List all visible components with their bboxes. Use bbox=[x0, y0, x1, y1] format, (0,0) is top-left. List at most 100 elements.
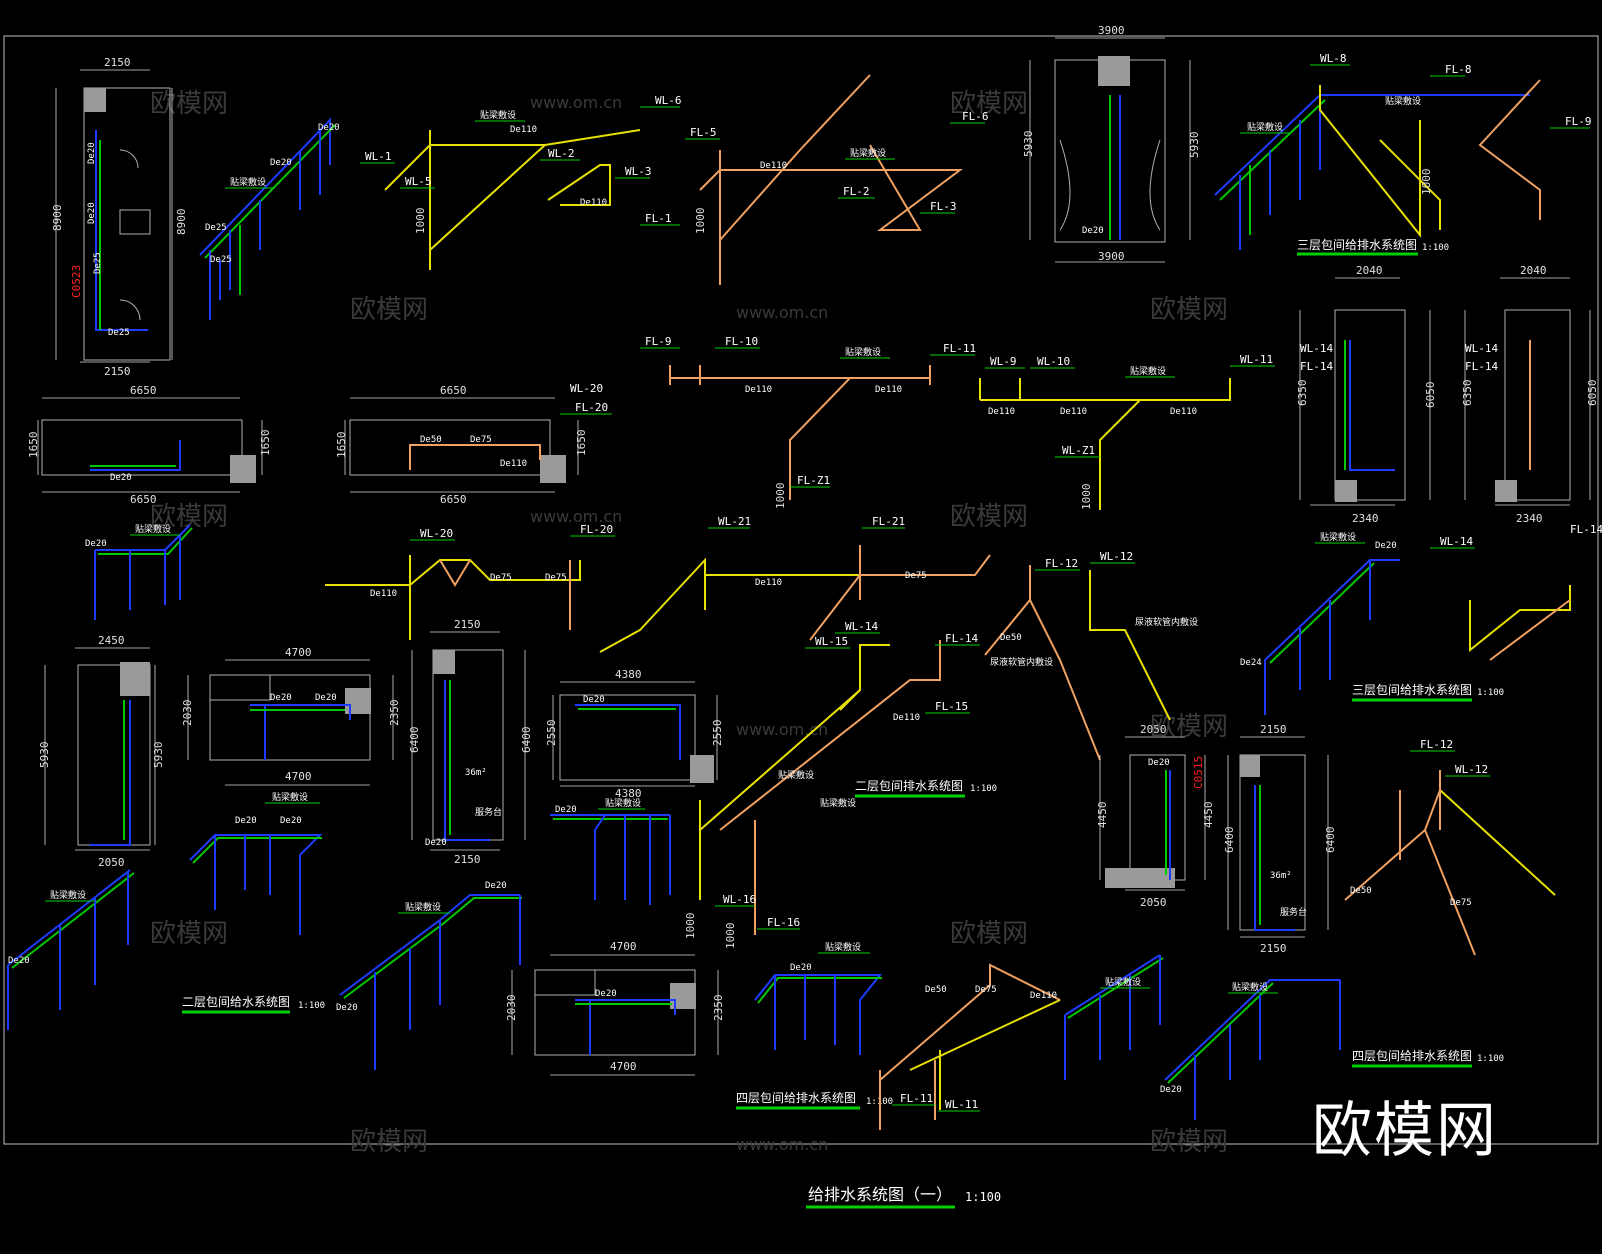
svg-text:贴梁敷设: 贴梁敷设 bbox=[845, 346, 881, 358]
svg-text:WL-6: WL-6 bbox=[655, 94, 682, 107]
svg-text:FL-20: FL-20 bbox=[580, 523, 613, 536]
svg-text:服务台: 服务台 bbox=[475, 806, 502, 818]
svg-text:3900: 3900 bbox=[1098, 250, 1125, 263]
svg-text:6350: 6350 bbox=[1461, 380, 1474, 407]
svg-text:贴梁敷设: 贴梁敷设 bbox=[1232, 981, 1268, 993]
svg-text:De110: De110 bbox=[1030, 991, 1057, 1001]
svg-text:De20: De20 bbox=[110, 473, 132, 483]
svg-text:FL-11: FL-11 bbox=[943, 342, 976, 355]
iso-supply-6: 贴梁敷设 De20 De20 bbox=[336, 881, 522, 1070]
svg-text:De50: De50 bbox=[925, 985, 947, 995]
svg-text:De20: De20 bbox=[336, 1003, 358, 1013]
svg-text:FL-14: FL-14 bbox=[1570, 523, 1602, 536]
svg-text:De110: De110 bbox=[500, 459, 527, 469]
plan-room-7: 2450 2050 5930 5930 bbox=[38, 634, 165, 869]
svg-text:4700: 4700 bbox=[285, 646, 312, 659]
svg-text:贴梁敷设: 贴梁敷设 bbox=[820, 797, 856, 809]
svg-text:De20: De20 bbox=[8, 956, 30, 966]
svg-text:De20: De20 bbox=[555, 805, 577, 815]
svg-text:4700: 4700 bbox=[610, 940, 637, 953]
svg-text:De20: De20 bbox=[1148, 758, 1170, 768]
svg-text:WL-20: WL-20 bbox=[570, 382, 603, 395]
svg-text:De20: De20 bbox=[280, 816, 302, 826]
svg-text:欧模网: 欧模网 bbox=[350, 295, 428, 325]
svg-text:WL-15: WL-15 bbox=[815, 635, 848, 648]
svg-text:2030: 2030 bbox=[181, 700, 194, 727]
svg-text:De75: De75 bbox=[545, 573, 567, 583]
plan-room-8: 4700 4700 2030 2350 De20 De20 bbox=[181, 646, 401, 786]
svg-text:2550: 2550 bbox=[545, 720, 558, 747]
svg-text:De110: De110 bbox=[1060, 407, 1087, 417]
svg-text:贴梁敷设: 贴梁敷设 bbox=[1247, 121, 1283, 133]
svg-text:FL-14: FL-14 bbox=[945, 632, 978, 645]
svg-text:De75: De75 bbox=[490, 573, 512, 583]
svg-text:贴梁敷设: 贴梁敷设 bbox=[1130, 365, 1166, 377]
svg-text:贴梁敷设: 贴梁敷设 bbox=[230, 176, 266, 188]
plan-room-11: 4700 4700 2030 2350 De20 bbox=[505, 940, 725, 1076]
svg-text:2150: 2150 bbox=[1260, 942, 1287, 955]
svg-text:1:100: 1:100 bbox=[1477, 688, 1504, 698]
svg-text:www.om.cn: www.om.cn bbox=[736, 1135, 828, 1154]
svg-text:FL-6: FL-6 bbox=[962, 110, 989, 123]
svg-text:6650: 6650 bbox=[130, 493, 157, 506]
svg-text:WL-21: WL-21 bbox=[718, 515, 751, 528]
svg-text:尿液软管内敷设: 尿液软管内敷设 bbox=[990, 656, 1053, 668]
svg-text:2340: 2340 bbox=[1516, 512, 1543, 525]
iso-drain-fl-12: FL-12 WL-12 尿液软管内敷设 尿液软管内敷设 De50 bbox=[984, 550, 1198, 761]
svg-text:De75: De75 bbox=[1450, 898, 1472, 908]
svg-text:De110: De110 bbox=[755, 578, 782, 588]
svg-text:欧模网: 欧模网 bbox=[950, 919, 1028, 949]
iso-drain-wl-21: WL-21 FL-21 De110 De75 bbox=[599, 515, 991, 653]
iso-system-4f-b: 贴梁敷设 贴梁敷设 De20 四层包间给排水系统图 1:100 bbox=[1064, 954, 1504, 1120]
svg-text:4450: 4450 bbox=[1096, 802, 1109, 829]
svg-text:www.om.cn: www.om.cn bbox=[736, 720, 828, 739]
svg-text:De20: De20 bbox=[485, 881, 507, 891]
svg-text:2150: 2150 bbox=[1260, 723, 1287, 736]
svg-text:1000: 1000 bbox=[1080, 484, 1093, 511]
svg-text:欧模网: 欧模网 bbox=[150, 919, 228, 949]
svg-text:De110: De110 bbox=[510, 125, 537, 135]
svg-text:5930: 5930 bbox=[1188, 132, 1201, 159]
svg-text:1:100: 1:100 bbox=[965, 1190, 1001, 1204]
iso-drain-wl-20: WL-20 FL-20 De110 De75 De75 bbox=[325, 523, 615, 640]
svg-text:1000: 1000 bbox=[774, 483, 787, 510]
svg-text:De20: De20 bbox=[1082, 226, 1104, 236]
svg-text:贴梁敷设: 贴梁敷设 bbox=[850, 147, 886, 159]
svg-text:FL-16: FL-16 bbox=[767, 916, 800, 929]
svg-text:De75: De75 bbox=[905, 571, 927, 581]
svg-text:De20: De20 bbox=[87, 202, 97, 224]
svg-text:De50: De50 bbox=[420, 435, 442, 445]
iso-drain-fl-12-b: FL-12 WL-12 De50 De75 bbox=[1344, 738, 1556, 956]
svg-text:De110: De110 bbox=[370, 589, 397, 599]
svg-text:FL-8: FL-8 bbox=[1445, 63, 1472, 76]
svg-text:1000: 1000 bbox=[694, 208, 707, 235]
iso-system-4f-a: 贴梁敷设 De20 四层包间给排水系统图 1:100 bbox=[736, 941, 893, 1110]
svg-text:贴梁敷设: 贴梁敷设 bbox=[1320, 531, 1356, 543]
svg-text:6400: 6400 bbox=[1223, 827, 1236, 854]
svg-text:WL-16: WL-16 bbox=[723, 893, 756, 906]
svg-text:1:100: 1:100 bbox=[298, 1001, 325, 1011]
svg-text:4380: 4380 bbox=[615, 787, 642, 800]
svg-text:贴梁敷设: 贴梁敷设 bbox=[135, 523, 171, 535]
iso-drain-wl-11: FL-11 WL-11 De50 De75 De110 bbox=[879, 963, 1061, 1130]
svg-text:6400: 6400 bbox=[1324, 827, 1337, 854]
svg-text:www.om.cn: www.om.cn bbox=[736, 303, 828, 322]
svg-text:FL-10: FL-10 bbox=[725, 335, 758, 348]
svg-text:FL-3: FL-3 bbox=[930, 200, 957, 213]
svg-text:WL-5: WL-5 bbox=[405, 175, 432, 188]
svg-text:尿液软管内敷设: 尿液软管内敷设 bbox=[1135, 616, 1198, 628]
svg-text:欧模网: 欧模网 bbox=[350, 1127, 428, 1157]
svg-text:WL-14: WL-14 bbox=[1440, 535, 1473, 548]
svg-text:De20: De20 bbox=[87, 142, 97, 164]
iso-system-3f-a: WL-8 FL-8 FL-9 贴梁敷设 贴梁敷设 1000 三层包间给排水系统图… bbox=[1214, 52, 1592, 256]
svg-text:FL-21: FL-21 bbox=[872, 515, 905, 528]
svg-text:De110: De110 bbox=[875, 385, 902, 395]
iso-supply-3: 贴梁敷设 De20 De20 bbox=[189, 791, 323, 935]
svg-text:二层包间排水系统图: 二层包间排水系统图 bbox=[855, 779, 963, 793]
svg-text:三层包间给排水系统图: 三层包间给排水系统图 bbox=[1352, 683, 1472, 697]
svg-text:1650: 1650 bbox=[259, 430, 272, 457]
svg-text:2040: 2040 bbox=[1520, 264, 1547, 277]
svg-text:FL-1: FL-1 bbox=[645, 212, 672, 225]
svg-text:De110: De110 bbox=[893, 713, 920, 723]
